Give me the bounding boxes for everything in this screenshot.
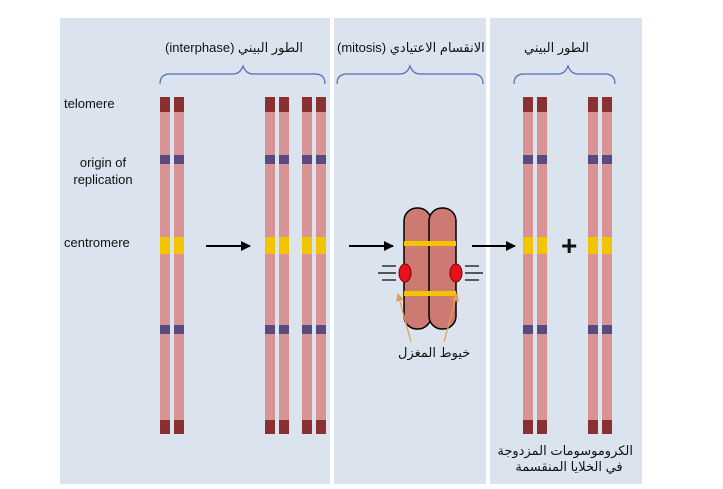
origin-segment — [523, 325, 533, 334]
origin-segment — [265, 325, 275, 334]
dna-strand — [602, 97, 612, 434]
origin-segment — [602, 155, 612, 164]
mitosis-header: الانقسام الاعتيادي (mitosis) — [337, 40, 485, 55]
chromosomes-label-line1: الكروموسومات المزدوجة — [497, 443, 633, 458]
telomere-segment — [523, 420, 533, 434]
telomere-segment — [302, 97, 312, 112]
origin-segment — [588, 155, 598, 164]
origin-segment — [537, 155, 547, 164]
interphase-header-left: الطور البيني (interphase) — [165, 40, 304, 55]
dna-strand — [265, 97, 275, 434]
origin-label-line1: origin of — [79, 155, 127, 170]
centromere-segment — [537, 237, 547, 254]
dna-strand — [588, 97, 598, 434]
telomere-segment — [602, 97, 612, 112]
telomere-segment — [588, 420, 598, 434]
telomere-segment — [265, 97, 275, 112]
chromosomes-label-line2: في الخلايا المنقسمة — [515, 459, 623, 474]
centromere-segment — [265, 237, 275, 254]
interphase-brace-left — [159, 64, 326, 85]
origin-segment — [588, 325, 598, 334]
kinetochore-left — [398, 263, 412, 283]
telomere-segment — [279, 97, 289, 112]
dna-strands — [160, 97, 612, 434]
telomere-segment — [316, 420, 326, 434]
centromere-segment — [602, 237, 612, 254]
origin-segment — [316, 325, 326, 334]
origin-of-replication-label: origin of replication — [68, 154, 138, 188]
duplicated-chromosomes-label: الكروموسومات المزدوجة في الخلايا المنقسم… — [497, 443, 633, 475]
centromere-segment — [174, 237, 184, 254]
dna-strand — [302, 97, 312, 434]
dna-strand — [279, 97, 289, 434]
telomere-segment — [160, 97, 170, 112]
chromosome-band-lower — [404, 291, 456, 296]
spindle-lines-left — [378, 265, 396, 281]
centromere-label: centromere — [64, 235, 130, 250]
telomere-segment — [160, 420, 170, 434]
dna-strand — [174, 97, 184, 434]
telomere-segment — [537, 97, 547, 112]
telomere-segment — [302, 420, 312, 434]
mitosis-brace — [336, 64, 484, 85]
origin-segment — [160, 325, 170, 334]
origin-segment — [537, 325, 547, 334]
kinetochore-right — [449, 263, 463, 283]
telomere-segment — [174, 97, 184, 112]
plus-sign: + — [561, 230, 578, 261]
centromere-segment — [588, 237, 598, 254]
centromere-segment — [316, 237, 326, 254]
centromere-segment — [160, 237, 170, 254]
telomere-segment — [602, 420, 612, 434]
origin-label-line2: replication — [73, 172, 133, 187]
dna-strand — [537, 97, 547, 434]
origin-segment — [523, 155, 533, 164]
telomere-segment — [537, 420, 547, 434]
centromere-segment — [302, 237, 312, 254]
origin-segment — [174, 155, 184, 164]
origin-segment — [602, 325, 612, 334]
telomere-segment — [265, 420, 275, 434]
interphase-brace-right — [513, 64, 616, 85]
chromosome-band-upper — [404, 241, 456, 246]
origin-segment — [279, 325, 289, 334]
dna-strand — [160, 97, 170, 434]
mitotic-chromosome — [378, 207, 483, 343]
telomere-segment — [588, 97, 598, 112]
origin-segment — [174, 325, 184, 334]
spindle-lines-right — [465, 265, 483, 281]
centromere-segment — [279, 237, 289, 254]
origin-segment — [160, 155, 170, 164]
telomere-segment — [279, 420, 289, 434]
origin-segment — [316, 155, 326, 164]
dna-strand — [316, 97, 326, 434]
interphase-panel-right — [490, 18, 642, 484]
spindle-pointer-left — [395, 293, 412, 343]
telomere-segment — [523, 97, 533, 112]
origin-segment — [302, 155, 312, 164]
dna-strand — [523, 97, 533, 434]
spindle-fibers-label: خيوط المغزل — [398, 345, 471, 360]
origin-segment — [302, 325, 312, 334]
origin-segment — [265, 155, 275, 164]
centromere-segment — [523, 237, 533, 254]
telomere-segment — [174, 420, 184, 434]
telomere-label: telomere — [64, 96, 115, 111]
telomere-segment — [316, 97, 326, 112]
spindle-pointer-right — [443, 293, 460, 343]
origin-segment — [279, 155, 289, 164]
interphase-header-right: الطور البيني — [524, 40, 590, 55]
